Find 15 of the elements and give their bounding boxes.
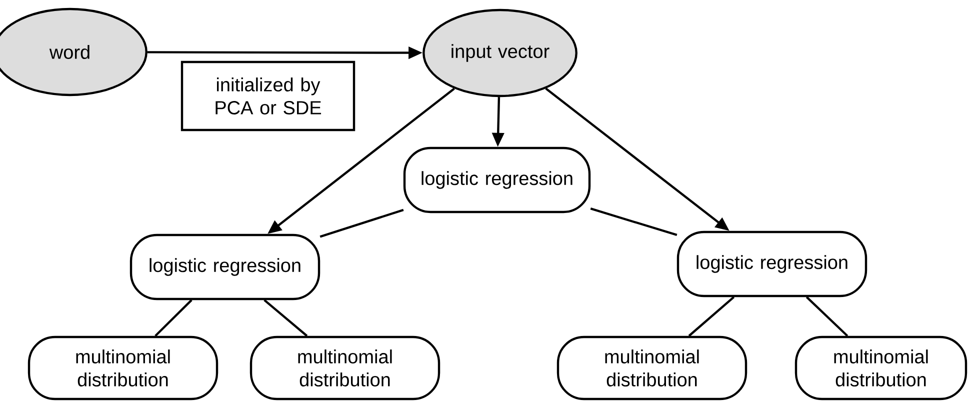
rounded-box: multinomial distribution	[794, 336, 968, 400]
connector-line	[264, 299, 308, 337]
connector-line	[688, 296, 735, 337]
rounded-box: multinomial distribution	[556, 336, 748, 400]
rounded-box: logistic regression	[130, 234, 320, 300]
note-box: initialized by PCA or SDE	[180, 60, 356, 132]
connector-line	[154, 299, 192, 337]
connector-line	[590, 208, 678, 236]
rounded-box: multinomial distribution	[28, 336, 218, 400]
connector-line	[320, 208, 404, 238]
connector-line	[806, 296, 848, 337]
rounded-box: logistic regression	[676, 230, 868, 298]
rounded-box: multinomial distribution	[250, 336, 440, 400]
rounded-box: logistic regression	[403, 146, 591, 214]
ellipse-node: input vector	[422, 8, 578, 98]
